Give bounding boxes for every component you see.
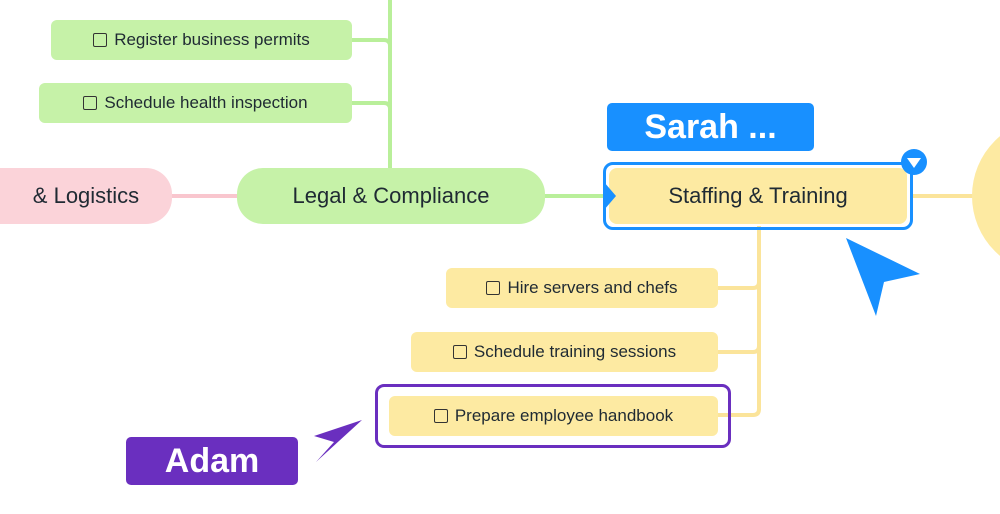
checkbox[interactable] xyxy=(83,96,98,110)
node-staffing-training[interactable]: Staffing & Training xyxy=(609,168,907,224)
connector-staffing-task-2 xyxy=(718,345,761,354)
task-label: Schedule training sessions xyxy=(473,342,677,361)
node-logistics-label: & Logistics xyxy=(32,183,140,208)
task-label: Hire servers and chefs xyxy=(507,278,678,297)
checkbox[interactable] xyxy=(93,33,108,47)
adam-selection-outline xyxy=(375,384,731,448)
task-schedule-health-inspection[interactable]: Schedule health inspection xyxy=(39,83,352,123)
node-staffing-training-label: Staffing & Training xyxy=(668,183,848,208)
sarah-cursor-icon xyxy=(846,238,920,316)
collaborator-badge-sarah: Sarah ... xyxy=(607,103,814,151)
task-schedule-training-sessions[interactable]: Schedule training sessions xyxy=(411,332,718,372)
checkbox[interactable] xyxy=(486,281,501,295)
task-prepare-employee-handbook[interactable]: Prepare employee handbook xyxy=(389,396,718,436)
node-legal-compliance[interactable]: Legal & Compliance xyxy=(237,168,545,224)
connector-legal-task-2 xyxy=(350,101,392,110)
collapse-toggle-icon[interactable] xyxy=(900,148,928,176)
connector-staffing-task-1 xyxy=(718,281,761,290)
node-logistics[interactable]: & Logistics xyxy=(0,168,172,224)
sarah-selection-outline xyxy=(603,162,913,230)
task-label: Register business permits xyxy=(114,30,310,49)
task-register-business-permits[interactable]: Register business permits xyxy=(51,20,352,60)
collaborator-name: Sarah ... xyxy=(644,107,777,146)
selection-pointer-notch-icon xyxy=(604,182,616,210)
task-label: Schedule health inspection xyxy=(104,93,308,112)
connector-legal-task-1 xyxy=(350,38,392,47)
adam-cursor-icon xyxy=(314,420,362,462)
task-hire-servers-chefs[interactable]: Hire servers and chefs xyxy=(446,268,718,308)
collaborator-badge-adam: Adam xyxy=(126,437,298,485)
checkbox[interactable] xyxy=(452,345,467,359)
offscreen-central-node[interactable] xyxy=(972,118,1000,274)
task-label: Prepare employee handbook xyxy=(454,406,674,425)
checkbox[interactable] xyxy=(433,409,448,423)
connector-staffing-task-3 xyxy=(718,408,761,417)
node-legal-compliance-label: Legal & Compliance xyxy=(292,183,490,208)
collaborator-name: Adam xyxy=(164,441,260,480)
